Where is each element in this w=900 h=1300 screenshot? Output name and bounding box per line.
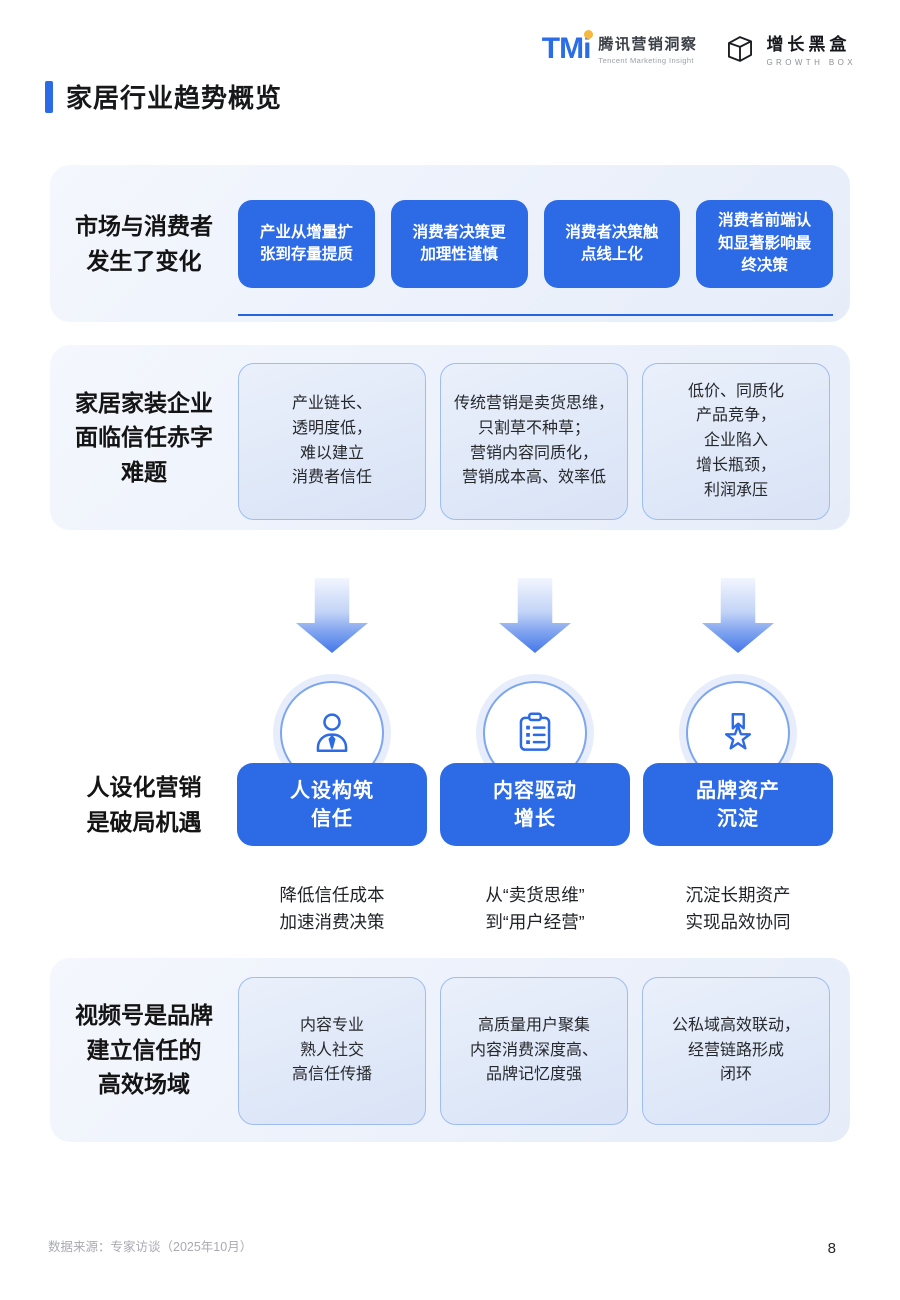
source-note: 数据来源：专家访谈（2025年10月）	[48, 1240, 253, 1254]
star-badge-icon	[724, 713, 752, 750]
channel-section-label: 视频号是品牌 建立信任的 高效场域	[75, 1002, 213, 1098]
tmi-logo-mark: TMi	[541, 29, 594, 65]
pillar-desc: 从“卖货思维” 到“用户经营”	[485, 885, 585, 933]
challenge-card: 传统营销是卖货思维， 只割草不种草； 营销内容同质化， 营销成本高、效率低	[440, 363, 628, 520]
pillar-button: 内容驱动 增长	[440, 763, 630, 846]
advantage-card: 内容专业 熟人社交 高信任传播	[238, 977, 426, 1125]
page-number: 8	[827, 1240, 836, 1257]
down-arrow-icon	[296, 578, 368, 653]
person-icon	[316, 713, 348, 752]
pillar-column: 内容驱动 增长 从“卖货思维” 到“用户经营”	[440, 578, 630, 950]
channel-card-row: 内容专业 熟人社交 高信任传播 高质量用户聚集 内容消费深度高、 品牌记忆度强 …	[238, 977, 830, 1125]
tmi-logo-text: TMi	[541, 31, 592, 65]
cube-icon	[728, 35, 753, 62]
tmi-yellow-dot-icon	[584, 29, 594, 39]
down-arrow-icon	[499, 578, 571, 653]
trust-card-row: 产业链长、 透明度低， 难以建立 消费者信任 传统营销是卖货思维， 只割草不种草…	[238, 363, 830, 520]
trend-pill: 产业从增量扩 张到存量提质	[238, 200, 375, 288]
content-list-icon	[519, 712, 551, 751]
growthbox-name-cn: 增长黑盒	[766, 35, 851, 54]
header-logos: TMi 腾讯营销洞察 Tencent Marketing Insight 增长黑…	[541, 29, 856, 67]
title-accent-bar	[45, 80, 53, 113]
opportunity-pillars: 人设构筑 信任 降低信任成本 加速消费决策 内容驱动 增长 从“卖货思维” 到“…	[237, 578, 833, 950]
market-section-label: 市场与消费者 发生了变化	[75, 213, 213, 274]
trend-pill: 消费者前端认 知显著影响最 终决策	[696, 200, 833, 288]
pillar-column: 品牌资产 沉淀 沉淀长期资产 实现品效协同	[643, 578, 833, 950]
title-row: 家居行业趋势概览	[45, 78, 282, 115]
pillar-column: 人设构筑 信任 降低信任成本 加速消费决策	[237, 578, 427, 950]
challenge-card: 低价、同质化 产品竞争， 企业陷入 增长瓶颈， 利润承压	[642, 363, 830, 520]
growthbox-logo: 增长黑盒 GROWTH BOX	[723, 30, 856, 67]
challenge-card: 产业链长、 透明度低， 难以建立 消费者信任	[238, 363, 426, 520]
tmi-name-en: Tencent Marketing Insight	[598, 55, 694, 65]
trust-section-label: 家居家装企业 面临信任赤字 难题	[75, 389, 213, 485]
page-title: 家居行业趋势概览	[66, 83, 283, 113]
video-channel-section: 视频号是品牌 建立信任的 高效场域 内容专业 熟人社交 高信任传播 高质量用户聚…	[50, 958, 850, 1142]
market-section: 市场与消费者 发生了变化 产业从增量扩 张到存量提质 消费者决策更 加理性谨慎 …	[50, 165, 850, 322]
pillar-button: 品牌资产 沉淀	[643, 763, 833, 846]
market-pill-row: 产业从增量扩 张到存量提质 消费者决策更 加理性谨慎 消费者决策触 点线上化 消…	[238, 200, 833, 288]
tmi-name-cn: 腾讯营销洞察	[598, 35, 698, 53]
pillar-desc: 沉淀长期资产 实现品效协同	[685, 885, 791, 933]
down-arrow-icon	[702, 578, 774, 653]
trend-pill: 消费者决策触 点线上化	[543, 200, 681, 288]
opportunity-section-label: 人设化营销 是破局机遇	[86, 774, 202, 835]
section-underline	[238, 314, 833, 316]
advantage-card: 高质量用户聚集 内容消费深度高、 品牌记忆度强	[440, 977, 628, 1125]
advantage-card: 公私域高效联动， 经营链路形成 闭环	[642, 977, 830, 1125]
trust-deficit-section: 家居家装企业 面临信任赤字 难题 产业链长、 透明度低， 难以建立 消费者信任 …	[50, 345, 850, 530]
tmi-logo: TMi 腾讯营销洞察 Tencent Marketing Insight	[541, 29, 698, 65]
pillar-desc: 降低信任成本 加速消费决策	[279, 885, 385, 933]
growthbox-name-en: GROWTH BOX	[766, 58, 856, 67]
trend-pill: 消费者决策更 加理性谨慎	[390, 200, 528, 288]
pillar-button: 人设构筑 信任	[237, 763, 427, 846]
